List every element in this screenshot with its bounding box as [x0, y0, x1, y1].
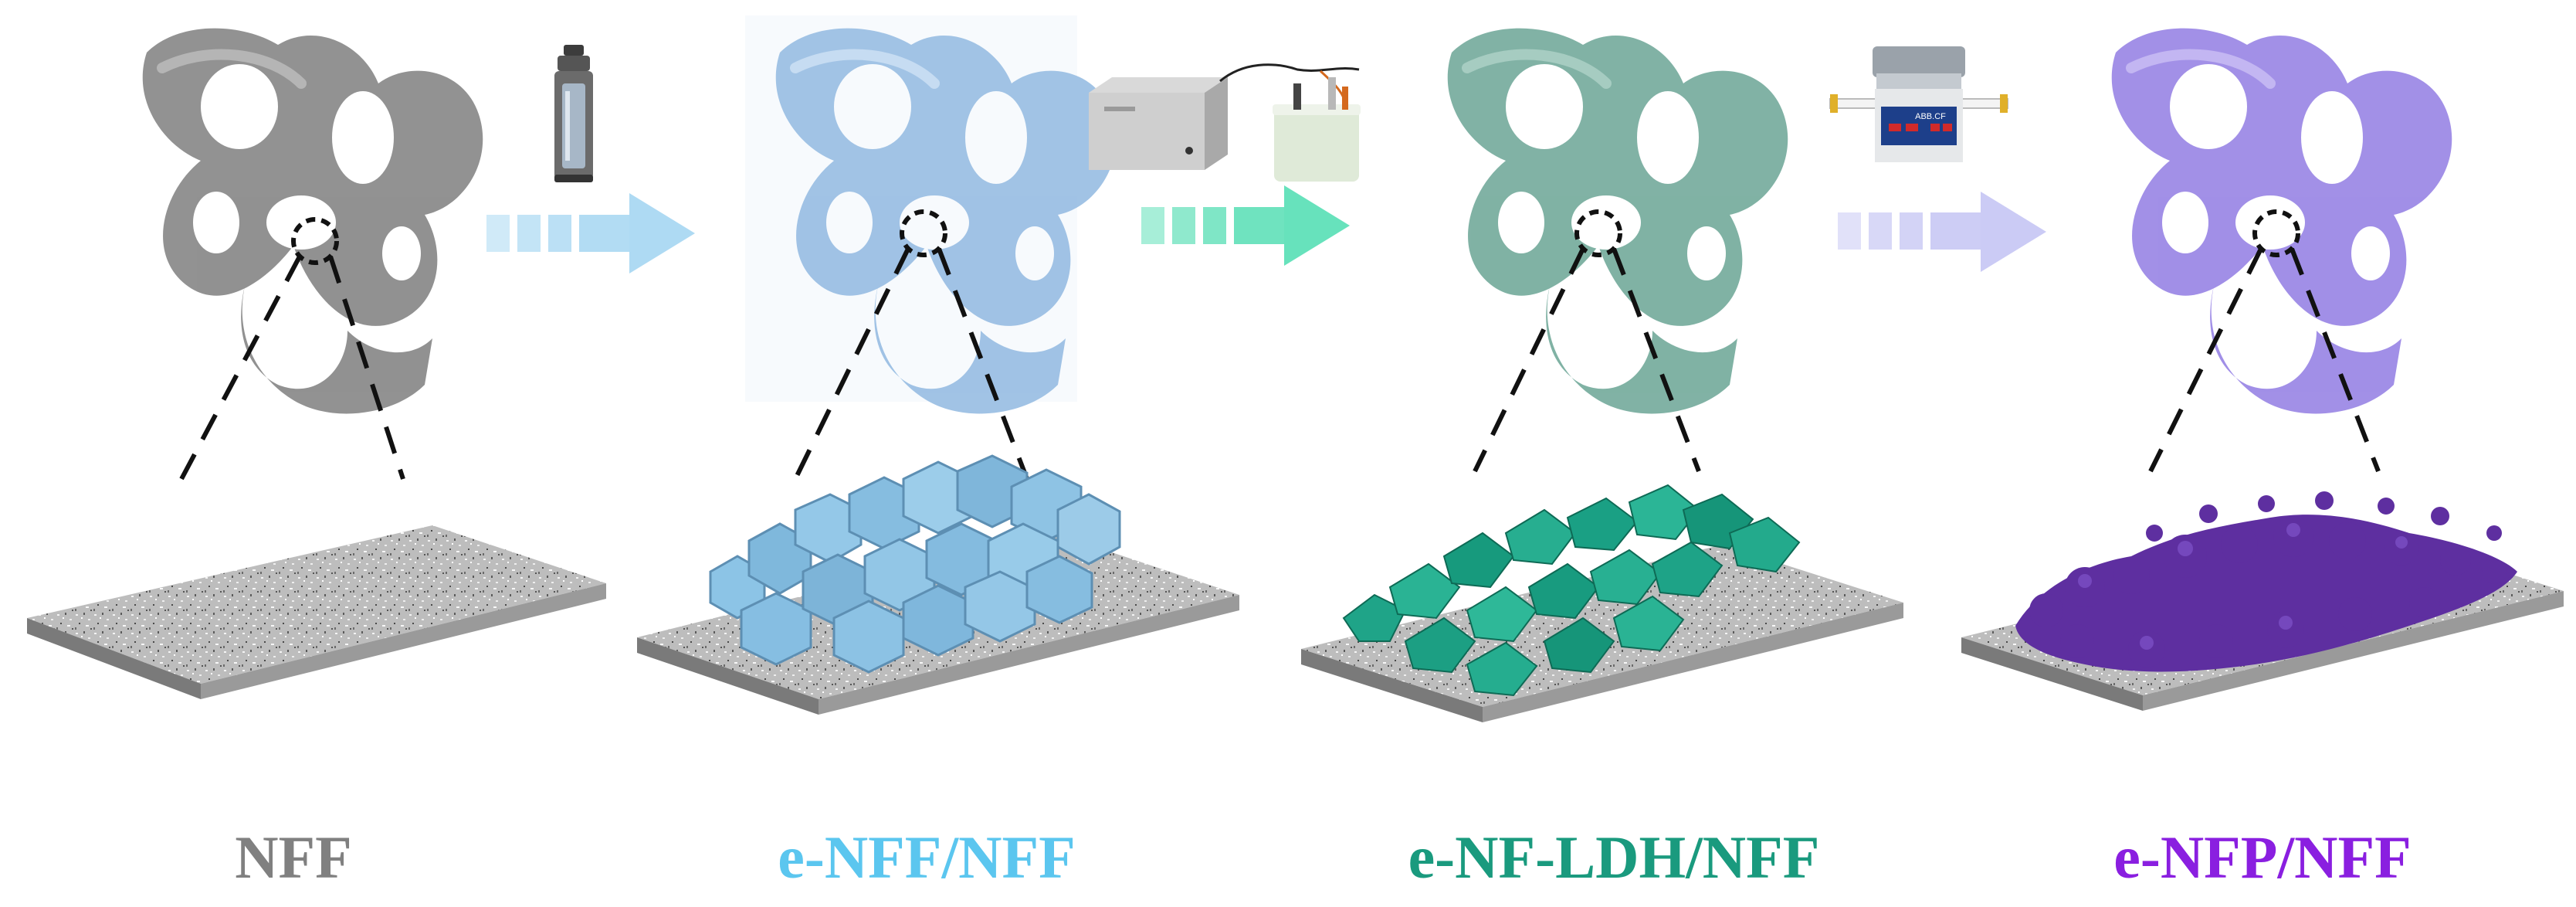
- nodular-phosphide-highlights: [2078, 523, 2408, 650]
- zoom-line-left: [2148, 247, 2263, 473]
- stage-e-nfp: [1961, 28, 2564, 711]
- nickel-foam-skeleton-teal: [1447, 28, 1788, 414]
- stage-nff: [27, 28, 606, 699]
- substrate-slab: [27, 525, 606, 699]
- nickel-foam-skeleton-blue: [775, 28, 1117, 414]
- stage-e-nff: [637, 15, 1239, 715]
- zoom-line-left: [1473, 247, 1585, 473]
- zoom-circle: [2252, 209, 2300, 257]
- hexagonal-plate-deposit: [709, 454, 1121, 674]
- autoclave-icon: [554, 45, 593, 182]
- stage-label-nff: NFF: [235, 824, 352, 891]
- zoom-line-right: [2290, 247, 2381, 473]
- stage-e-nf-ldh: [1301, 28, 1903, 722]
- furnace-display-text: ABB.CF: [1915, 112, 1946, 121]
- nickel-foam-skeleton-gray: [142, 28, 483, 414]
- nickel-foam-skeleton-purple: [2111, 28, 2452, 414]
- zoom-circle: [291, 217, 339, 265]
- zoom-line-right: [937, 247, 1029, 481]
- tube-furnace-icon: ABB.CF: [1829, 46, 2008, 162]
- stage-label-e-nfp-nff: e-NFP/NFF: [2113, 824, 2412, 891]
- nodular-phosphide-deposit: [2015, 491, 2517, 672]
- zoom-line-right: [328, 256, 405, 480]
- zoom-line-right: [1612, 247, 1701, 473]
- stage-label-e-nf-ldh-nff: e-NF-LDH/NFF: [1408, 824, 1820, 891]
- zoom-circle: [1574, 209, 1622, 257]
- stage-label-e-nff-nff: e-NFF/NFF: [778, 824, 1076, 891]
- polyhedral-crystal-deposit: [1342, 484, 1801, 697]
- arrow-2: [1141, 185, 1350, 266]
- arrow-3: [1838, 192, 2046, 272]
- zoom-circle: [900, 209, 947, 257]
- arrow-1: [486, 193, 695, 273]
- electrodeposition-cell-icon: [1089, 63, 1361, 182]
